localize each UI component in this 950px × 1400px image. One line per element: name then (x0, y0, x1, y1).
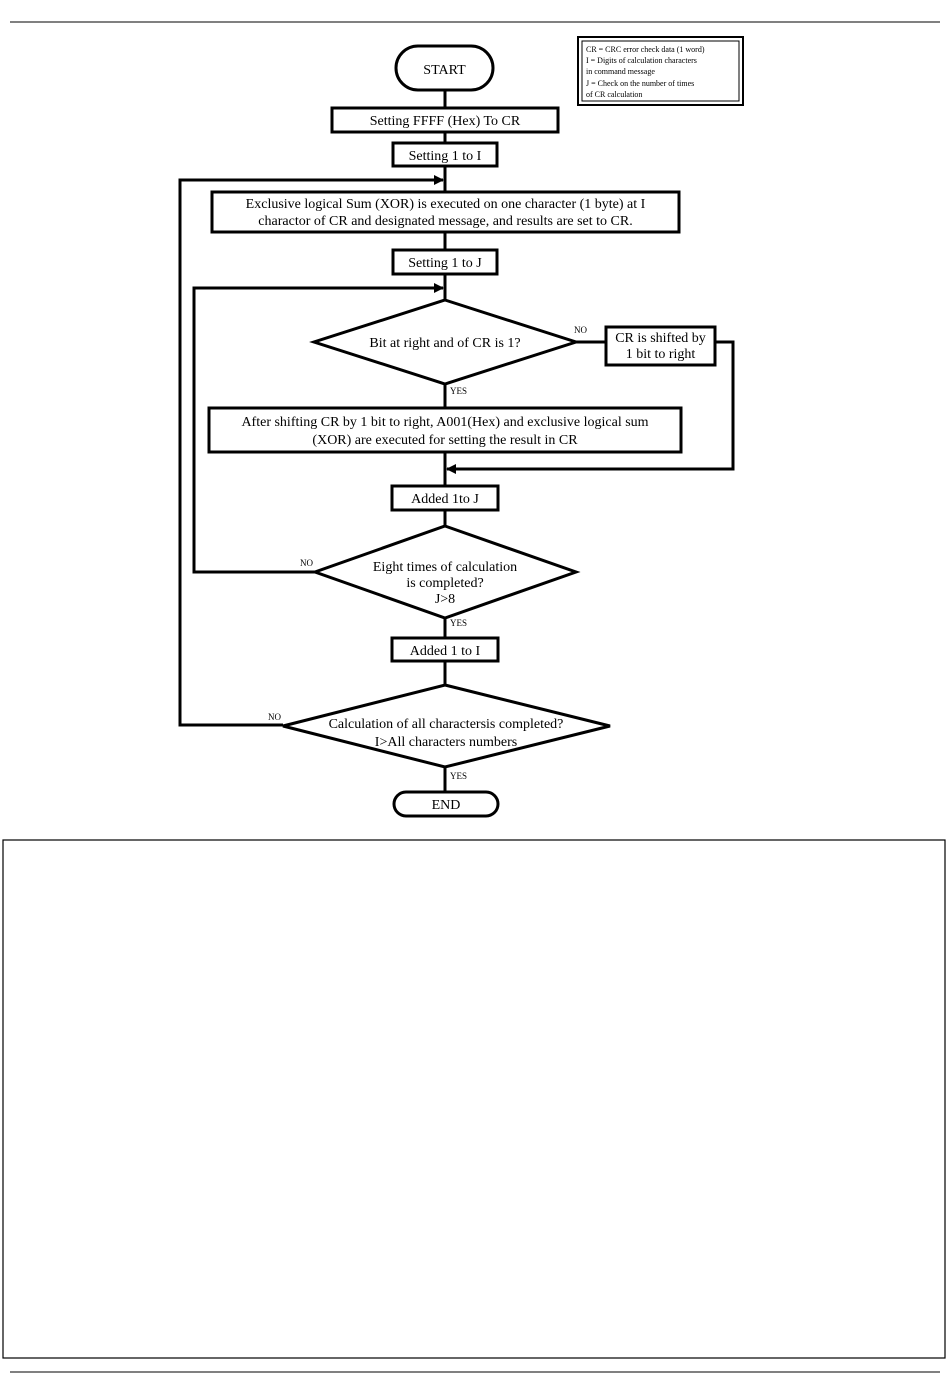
decision-eight-yes-label: YES (450, 618, 467, 628)
decision-bit-label: Bit at right and of CR is 1? (369, 336, 520, 351)
decision-eight-line-2: is completed? (406, 576, 483, 591)
step-xor-line-2: charactor of CR and designated message, … (258, 214, 632, 229)
decision-eight-line-3: J>8 (435, 592, 455, 607)
decision-all-yes-label: YES (450, 771, 467, 781)
step-set-j: Setting 1 to J (391, 248, 499, 276)
decision-all-characters: Calculation of all charactersis complete… (268, 683, 611, 781)
step-add-i-label: Added 1 to I (410, 644, 481, 659)
legend-line-2: I = Digits of calculation characters (586, 56, 697, 65)
decision-eight-no-label: NO (300, 558, 313, 568)
legend-line-3: in command message (586, 67, 655, 76)
step-set-ffff: Setting FFFF (Hex) To CR (330, 106, 560, 134)
step-xor: Exclusive logical Sum (XOR) is executed … (210, 190, 681, 234)
step-a001-line-1: After shifting CR by 1 bit to right, A00… (241, 415, 648, 430)
step-set-i: Setting 1 to I (391, 141, 499, 168)
step-a001-line-2: (XOR) are executed for setting the resul… (312, 433, 578, 448)
step-add-i: Added 1 to I (390, 636, 500, 663)
decision-eight-times: Eight times of calculation is completed?… (300, 524, 581, 628)
decision-all-line-1: Calculation of all charactersis complete… (329, 717, 564, 732)
step-set-ffff-label: Setting FFFF (Hex) To CR (370, 114, 521, 129)
decision-bit-right: Bit at right and of CR is 1? NO YES (309, 298, 587, 396)
decision-bit-no-label: NO (574, 325, 587, 335)
legend-box: CR = CRC error check data (1 word) I = D… (577, 36, 744, 106)
start-terminal: START (394, 44, 495, 92)
decision-eight-line-1: Eight times of calculation (373, 560, 517, 575)
start-label: START (423, 63, 466, 78)
legend-line-5: of CR calculation (586, 90, 642, 99)
step-add-j-label: Added 1to J (411, 492, 479, 507)
step-shift-line-1: CR is shifted by (615, 331, 706, 346)
legend-line-4: J = Check on the number of times (586, 79, 694, 88)
decision-all-line-2: I>All characters numbers (375, 735, 517, 750)
connectors (178, 90, 735, 792)
step-add-j: Added 1to J (390, 484, 500, 512)
step-set-i-label: Setting 1 to I (409, 149, 482, 164)
step-shift: CR is shifted by 1 bit to right (604, 325, 717, 367)
end-label: END (432, 798, 461, 813)
step-shift-line-2: 1 bit to right (626, 347, 696, 362)
step-xor-line-1: Exclusive logical Sum (XOR) is executed … (246, 197, 646, 212)
step-a001: After shifting CR by 1 bit to right, A00… (207, 406, 683, 454)
legend-line-1: CR = CRC error check data (1 word) (586, 45, 705, 54)
blank-panel (2, 839, 946, 1359)
decision-all-no-label: NO (268, 712, 281, 722)
decision-bit-yes-label: YES (450, 386, 467, 396)
end-terminal: END (392, 790, 500, 818)
step-set-j-label: Setting 1 to J (408, 256, 482, 271)
